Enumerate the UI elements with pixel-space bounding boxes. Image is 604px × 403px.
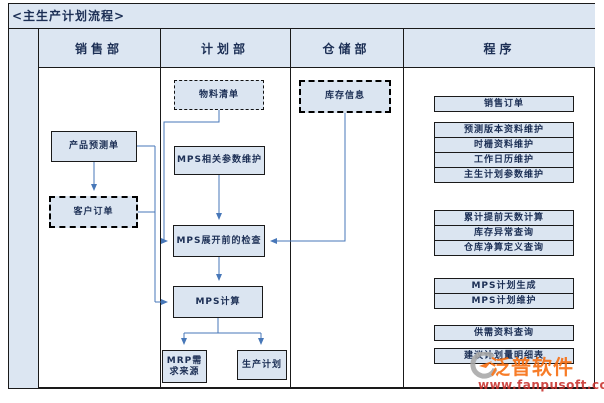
lane-header-warehouse: 仓储部	[322, 42, 371, 56]
program-item: 时栅资料维护	[434, 137, 574, 153]
program-item: MPS计划维护	[434, 293, 574, 309]
watermark-brand-row: 泛普软件	[466, 351, 602, 380]
lane-header-programs: 程序	[483, 42, 516, 56]
program-item: 建议计划量明细表	[434, 348, 574, 364]
program-group-supply-demand: 供需资料查询	[434, 325, 574, 341]
node-mps-precheck: MPS展开前的检查	[173, 225, 265, 257]
node-mrp-source: MRP需求来源	[162, 350, 207, 383]
node-production-plan: 生产计划	[237, 350, 287, 380]
lane-header-sales: 销售部	[74, 42, 123, 56]
program-item: 供需资料查询	[434, 325, 574, 341]
program-item: 销售订单	[434, 96, 574, 112]
program-item: MPS计划生成	[434, 278, 574, 294]
lane-divider-2	[160, 29, 161, 388]
node-product-forecast: 产品预测单	[51, 131, 137, 162]
node-bom: 物料清单	[174, 80, 264, 110]
page-title: <主生产计划流程>	[9, 4, 595, 29]
vendor-logo-icon	[470, 351, 498, 379]
program-group-queries: 累计提前天数计算 库存异常查询 仓库净算定义查询	[434, 210, 574, 256]
left-spacer-column	[9, 29, 38, 388]
program-group-basic-data: 预测版本资料维护 时栅资料维护 工作日历维护 主生计划参数维护	[434, 122, 574, 183]
program-item: 仓库净算定义查询	[434, 240, 574, 256]
lane-header-planning: 计划部	[200, 42, 249, 56]
vendor-watermark: 泛普软件 www.fanpusoft.com	[466, 351, 604, 392]
program-group-order: 销售订单	[434, 96, 574, 112]
table-outer-border	[8, 3, 595, 389]
program-group-suggestion: 建议计划量明细表	[434, 348, 574, 364]
program-group-mps: MPS计划生成 MPS计划维护	[434, 278, 574, 309]
program-item: 主生计划参数维护	[434, 167, 574, 183]
program-item: 工作日历维护	[434, 152, 574, 168]
lane-divider-3	[290, 29, 291, 388]
program-item: 累计提前天数计算	[434, 210, 574, 226]
vendor-brand-text: 泛普软件	[490, 355, 574, 379]
node-inventory-info: 库存信息	[299, 80, 391, 113]
vendor-url-text: www.fanpusoft.com	[478, 378, 604, 392]
program-item: 预测版本资料维护	[434, 122, 574, 138]
program-item: 库存异常查询	[434, 225, 574, 241]
lane-divider-1	[38, 29, 39, 388]
node-mps-params: MPS相关参数维护	[174, 146, 265, 175]
node-mps-calc: MPS计算	[173, 286, 263, 318]
node-customer-order: 客户订单	[49, 196, 138, 228]
lane-divider-4	[403, 29, 404, 388]
lane-header-row	[38, 29, 595, 68]
